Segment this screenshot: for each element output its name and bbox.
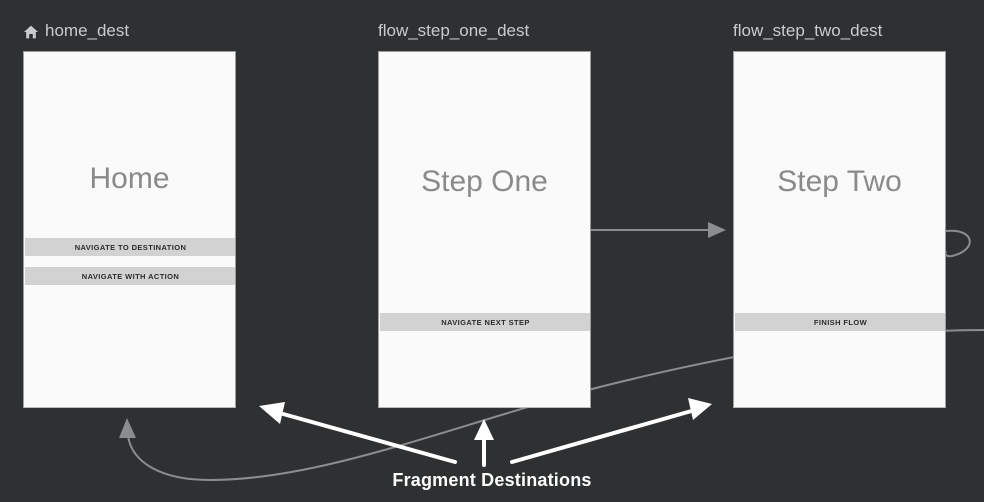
destination-preview-home-dest[interactable]: Home NAVIGATE TO DESTINATION NAVIGATE WI… [23, 51, 236, 408]
preview-title: Home [89, 162, 170, 195]
annotation-arrow-left [259, 402, 457, 464]
edge-step-two-self-loop [944, 229, 971, 258]
destination-label-flow-step-two-dest: flow_step_two_dest [733, 20, 946, 42]
destination-node-flow-step-one-dest[interactable]: flow_step_one_dest Step One NAVIGATE NEX… [378, 20, 591, 408]
destination-node-flow-step-two-dest[interactable]: flow_step_two_dest Step Two FINISH FLOW [733, 20, 946, 408]
destination-preview-flow-step-two-dest[interactable]: Step Two FINISH FLOW [733, 51, 946, 408]
edge-step-one-to-step-two [591, 222, 726, 238]
destination-preview-flow-step-one-dest[interactable]: Step One NAVIGATE NEXT STEP [378, 51, 591, 408]
preview-button-navigate-with-action[interactable]: NAVIGATE WITH ACTION [25, 267, 235, 285]
destination-label-text: home_dest [45, 21, 130, 40]
preview-title: Step Two [777, 165, 902, 198]
annotation-caption: Fragment Destinations [392, 470, 592, 490]
home-icon [23, 24, 39, 40]
preview-button-navigate-next-step[interactable]: NAVIGATE NEXT STEP [380, 313, 590, 331]
destination-label-text: flow_step_one_dest [378, 21, 530, 40]
preview-button-finish-flow[interactable]: FINISH FLOW [735, 313, 945, 331]
destination-label-home-dest: home_dest [23, 20, 236, 42]
destination-node-home-dest[interactable]: home_dest Home NAVIGATE TO DESTINATION N… [23, 20, 236, 408]
preview-button-navigate-to-destination[interactable]: NAVIGATE TO DESTINATION [25, 238, 235, 256]
preview-title: Step One [421, 165, 548, 198]
annotation-arrow-middle [474, 419, 494, 467]
destination-label-flow-step-one-dest: flow_step_one_dest [378, 20, 591, 42]
destination-label-text: flow_step_two_dest [733, 21, 883, 40]
